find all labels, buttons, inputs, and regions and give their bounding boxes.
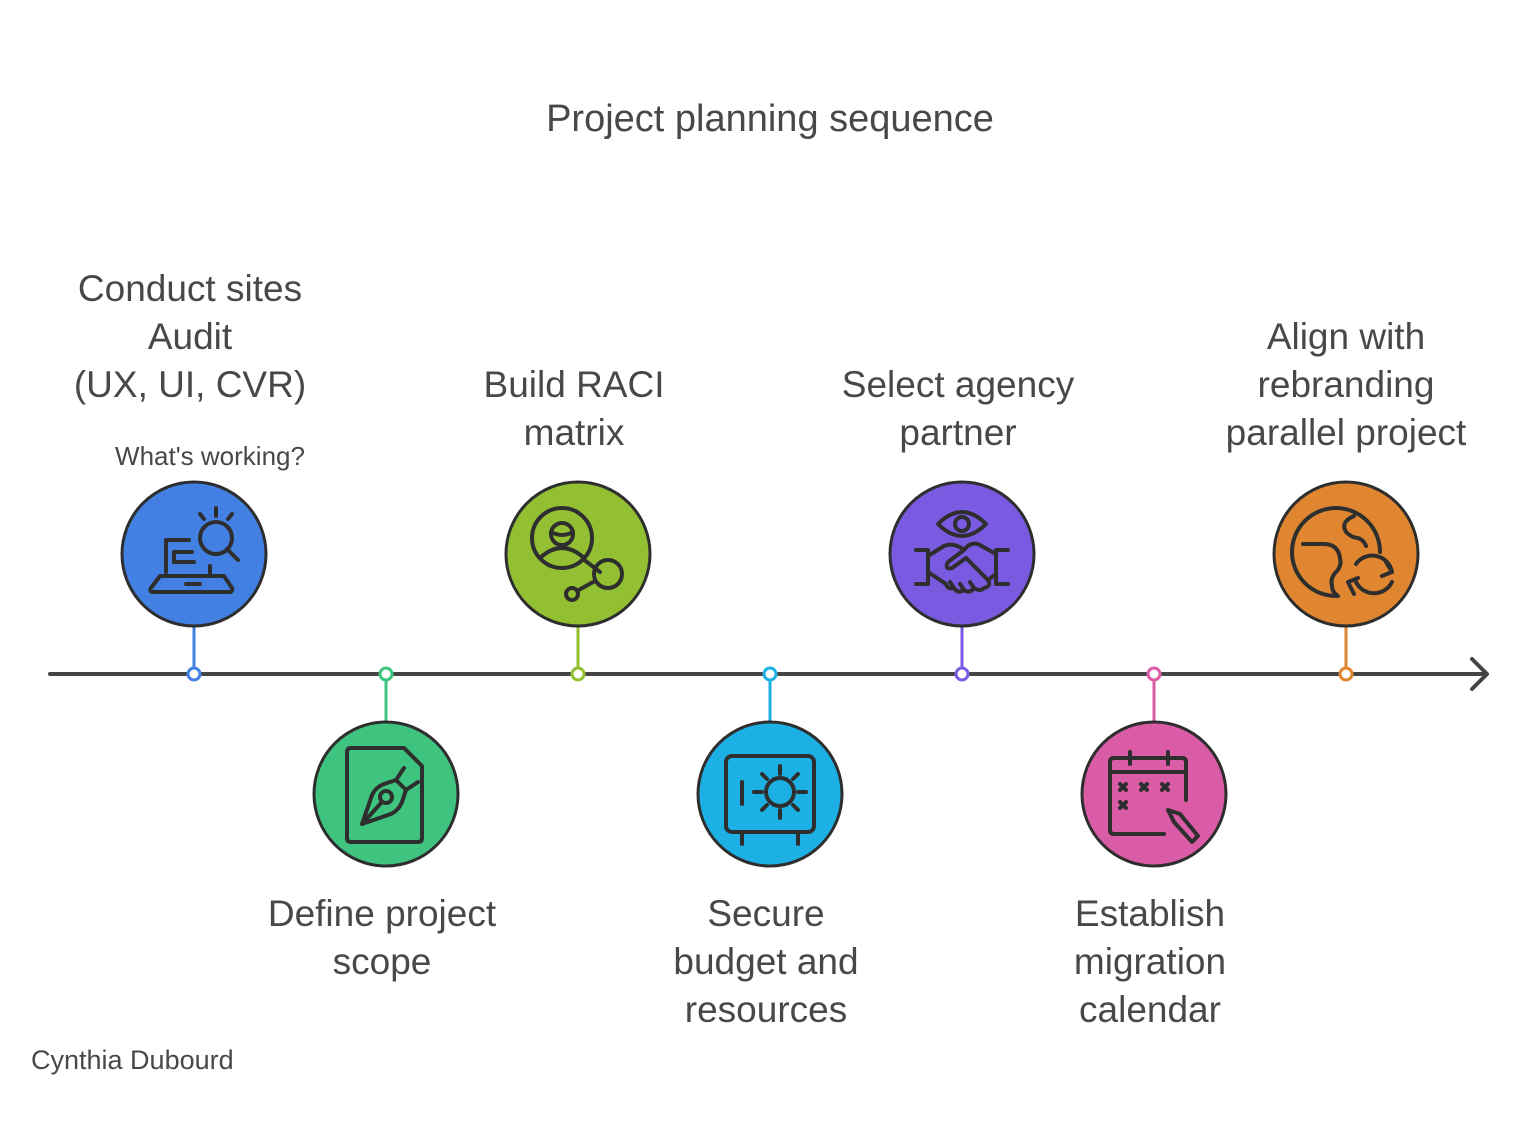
timeline-step-6 <box>1080 666 1228 868</box>
user-network-icon <box>530 506 624 602</box>
arrow-head-icon <box>1470 657 1489 691</box>
handshake-eye-icon <box>914 510 1010 594</box>
step-label-build-raci: Build RACI matrix <box>483 364 665 453</box>
step-circle <box>696 720 844 868</box>
axis-marker <box>954 666 970 682</box>
globe-refresh-icon <box>1290 506 1394 598</box>
step-circle <box>1272 480 1420 628</box>
step-circle <box>120 480 268 628</box>
step-label-align-rebranding: Align with rebranding parallel project <box>1225 316 1467 453</box>
timeline-step-3 <box>504 480 652 682</box>
step-label-establish-calendar: Establish migration calendar <box>1073 893 1227 1030</box>
step-label-conduct-audit: Conduct sites Audit (UX, UI, CVR) <box>73 268 307 405</box>
timeline-step-5 <box>888 480 1036 682</box>
axis-marker <box>186 666 202 682</box>
axis-marker <box>1338 666 1354 682</box>
timeline-step-7 <box>1272 480 1420 682</box>
calendar-pen-icon <box>1108 750 1200 844</box>
axis-marker <box>1146 666 1162 682</box>
step-label-define-scope: Define project scope <box>267 893 497 982</box>
timeline-step-2 <box>312 666 460 868</box>
step-sublabel-whats-working: What's working? <box>115 441 305 471</box>
step-label-select-agency: Select agency partner <box>841 364 1075 453</box>
timeline-step-1 <box>120 480 268 682</box>
step-circle <box>1080 720 1228 868</box>
axis-marker <box>762 666 778 682</box>
axis-marker <box>570 666 586 682</box>
step-label-secure-budget: Secure budget and resources <box>673 893 859 1030</box>
axis-marker <box>378 666 394 682</box>
document-pen-icon <box>345 746 424 844</box>
timeline-step-4 <box>696 666 844 868</box>
step-circle <box>312 720 460 868</box>
author-credit: Cynthia Dubourd <box>31 1045 234 1075</box>
laptop-search-icon <box>148 506 240 594</box>
safe-icon <box>724 754 816 846</box>
diagram-title: Project planning sequence <box>546 98 994 140</box>
